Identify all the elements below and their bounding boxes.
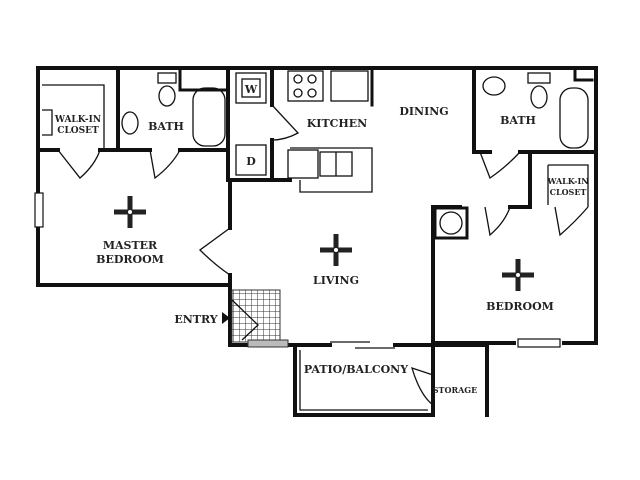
label-storage: STORAGE (433, 385, 477, 395)
toilet-tank-icon (157, 72, 177, 84)
label-bedroom: BEDROOM (486, 300, 554, 313)
window (34, 192, 44, 228)
door-swing (149, 149, 181, 180)
entry-tile (231, 289, 281, 343)
label-living: LIVING (313, 274, 359, 287)
toilet-icon (530, 85, 548, 109)
washer-inner (241, 78, 261, 98)
refrigerator-icon (330, 70, 369, 102)
label-washer: W (244, 83, 258, 96)
label-walk-in-closet: WALK-IN (54, 115, 101, 125)
bathtub-icon (559, 87, 589, 149)
stove-icon (287, 70, 324, 102)
water-heater-icon (439, 211, 463, 235)
closet-shelf (42, 84, 105, 150)
washer-icon (235, 72, 267, 104)
sink-icon (121, 111, 139, 135)
door-swing (57, 149, 101, 179)
ceiling-fan-icon (320, 234, 352, 266)
burner (307, 74, 317, 84)
burner (293, 88, 303, 98)
door-swing (479, 151, 521, 179)
sink-icon (482, 76, 506, 96)
door-swing (484, 206, 511, 237)
bathtub-icon (192, 87, 226, 147)
label-master: MASTER (103, 239, 158, 252)
patio-rail (299, 350, 428, 411)
label-dryer: D (246, 155, 256, 168)
ceiling-fan-icon (502, 259, 534, 291)
burner (307, 88, 317, 98)
label-bath: BATH (148, 120, 184, 133)
burner (293, 74, 303, 84)
door-swing (411, 366, 434, 406)
label-bath: BATH (500, 114, 536, 127)
entry-arrow-icon (222, 312, 230, 324)
door-swing (199, 227, 231, 276)
sliding-door (330, 341, 395, 349)
water-heater-closet (433, 206, 469, 240)
toilet-icon (158, 85, 176, 107)
threshold (247, 339, 289, 348)
ceiling-fan-icon (114, 196, 146, 228)
dishwasher-icon (287, 149, 319, 179)
label-closet: CLOSET (57, 126, 99, 136)
counter (290, 147, 373, 193)
exterior-walls (36, 66, 598, 417)
label-patio-balcony: PATIO/BALCONY (304, 363, 408, 376)
label-closet: CLOSET (550, 187, 587, 197)
toilet-tank-icon (527, 72, 551, 84)
window (517, 338, 561, 348)
label-dining: DINING (399, 105, 448, 118)
door-swing (231, 299, 259, 341)
label-entry: ENTRY (174, 313, 217, 326)
door-swing (554, 206, 589, 237)
label-walk-in-closet: WALK-IN (546, 176, 588, 186)
dryer-icon (235, 144, 267, 176)
closet-shelf (547, 164, 589, 207)
door-swing (271, 104, 300, 141)
label-kitchen: KITCHEN (307, 117, 367, 130)
label-bedroom: BEDROOM (96, 253, 164, 266)
interior-walls (36, 66, 594, 209)
